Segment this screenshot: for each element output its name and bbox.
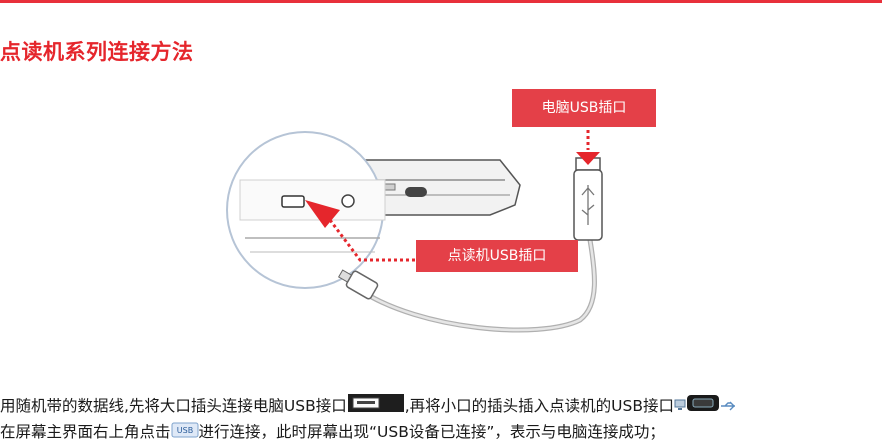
micro-usb-plug <box>337 269 379 300</box>
instruction-text-4: 进行连接，此时屏幕出现“USB设备已连接”，表示与电脑连接成功； <box>198 423 665 441</box>
instruction-text-1: 用随机带的数据线,先将大口插头连接电脑USB接口 <box>0 397 347 415</box>
micro-usb-port-icon <box>686 394 720 419</box>
connection-diagram <box>226 130 603 333</box>
instruction-text-3: 在屏幕主界面右上角点击 <box>0 423 171 441</box>
monitor-icon <box>674 395 686 419</box>
reader-usb-port-label: 点读机USB插口 <box>416 240 578 272</box>
section-title: 点读机系列连接方法 <box>0 40 194 64</box>
port-magnifier <box>226 131 386 289</box>
connection-instructions: 用随机带的数据线,先将大口插头连接电脑USB接口 ,再将小口的插头插入点读机的US… <box>0 393 882 445</box>
svg-text:USB: USB <box>176 426 192 435</box>
reader-port-arrow <box>305 200 415 262</box>
top-divider <box>0 0 882 3</box>
usb-a-plug <box>573 157 603 241</box>
pc-port-arrow <box>576 130 600 165</box>
instruction-text-2: ,再将小口的插头插入点读机的USB接口 <box>404 397 674 415</box>
usb-port-icon <box>347 393 405 420</box>
pc-usb-port-label: 电脑USB插口 <box>512 89 656 127</box>
usb-symbol-icon <box>720 395 736 419</box>
